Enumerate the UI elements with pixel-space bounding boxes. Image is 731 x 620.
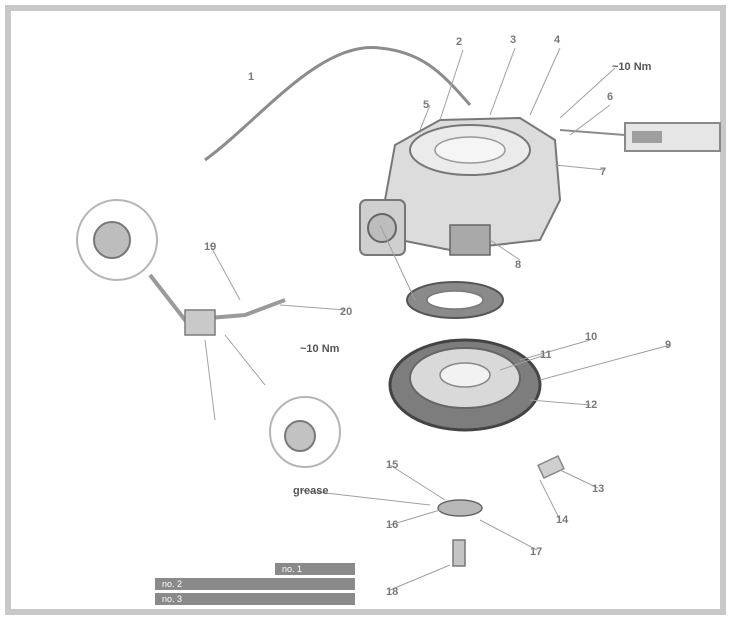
bottom-fasteners	[437, 455, 565, 567]
label-box-1-text: no. 1	[282, 564, 302, 574]
callout-18: 18	[386, 586, 398, 598]
label-box-3-text: no. 3	[162, 594, 182, 604]
label-box-1	[275, 563, 355, 575]
detail-circle-bottom	[269, 396, 341, 468]
callout-8: 8	[515, 259, 521, 271]
callout-9: 9	[665, 339, 671, 351]
label-box-2-text: no. 2	[162, 579, 182, 589]
detail-circle-top	[76, 199, 158, 281]
callout-15: 15	[386, 459, 398, 471]
callout-6: 6	[607, 91, 613, 103]
boxed-labels: no. 1 no. 2 no. 3	[155, 563, 355, 605]
callout-4: 4	[554, 34, 561, 46]
connector-part	[559, 122, 721, 152]
grease-note: grease	[293, 485, 328, 497]
gasket-ring	[406, 281, 504, 319]
callout-2: 2	[456, 36, 462, 48]
callout-14: 14	[556, 514, 569, 526]
callout-12: 12	[585, 399, 597, 411]
callout-10: 10	[585, 331, 597, 343]
label-box-2	[155, 578, 355, 590]
notes: ~10 Nm ~10 Nm grease	[293, 61, 652, 497]
callout-1: 1	[248, 71, 254, 83]
callout-20: 20	[340, 306, 352, 318]
label-box-3	[155, 593, 355, 605]
callout-19: 19	[204, 241, 216, 253]
housing-assembly	[359, 116, 562, 256]
cable-part	[204, 46, 472, 162]
torque-note-left: ~10 Nm	[300, 343, 340, 355]
callout-13: 13	[592, 483, 604, 495]
callout-16: 16	[386, 519, 398, 531]
callout-3: 3	[510, 34, 516, 46]
callout-5: 5	[423, 99, 429, 111]
torque-note-top: ~10 Nm	[612, 61, 652, 73]
leader-lines	[204, 47, 671, 591]
callout-7: 7	[600, 166, 606, 178]
rotor-disc	[388, 338, 542, 432]
callouts: 1 2 3 4 5 6 7 8 9 10 11 12 13 14 15 16 1…	[204, 34, 671, 598]
callout-17: 17	[530, 546, 542, 558]
diagram-frame	[5, 5, 726, 615]
bracket-part	[148, 273, 286, 336]
callout-11: 11	[540, 349, 552, 361]
